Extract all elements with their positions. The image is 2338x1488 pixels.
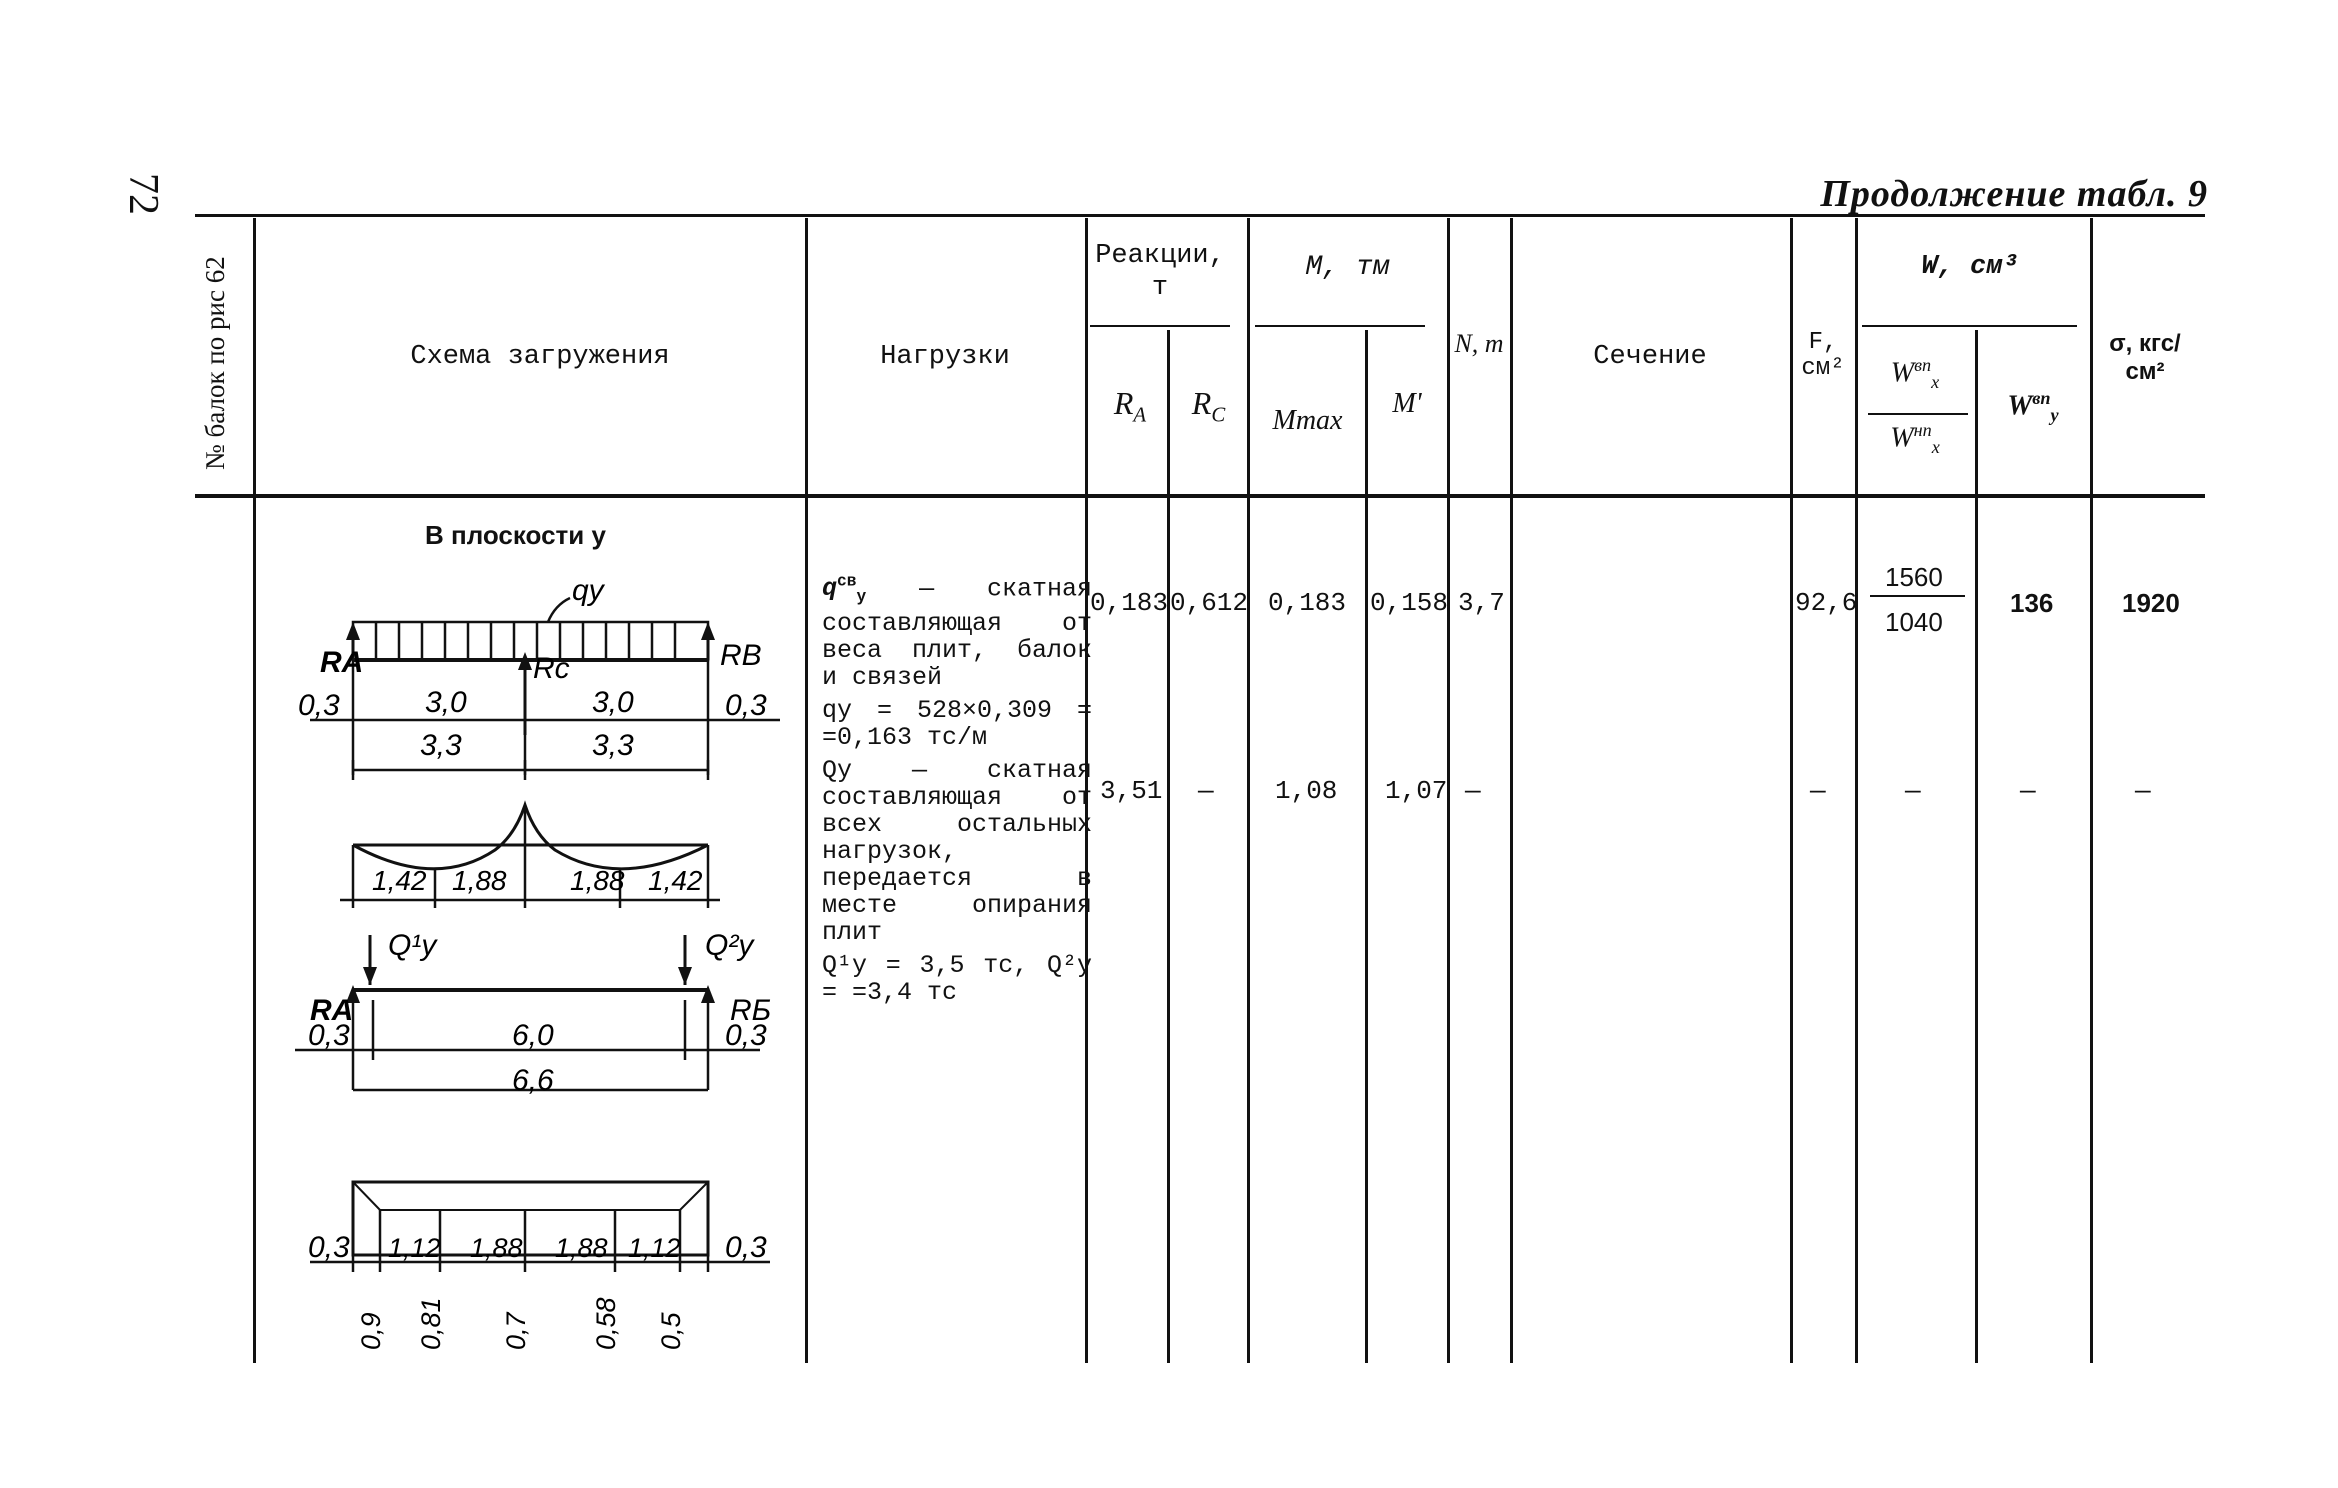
- plane-label: В плоскости y: [425, 520, 606, 550]
- ra-label: RA: [320, 646, 363, 679]
- col-line-4: [1247, 218, 1250, 1363]
- row2-wx: —: [1905, 776, 1921, 806]
- header-wx-bot: Wнпx: [1890, 420, 1940, 457]
- d3-2: 0,3: [725, 1019, 767, 1052]
- table-top-rule: [195, 214, 2205, 217]
- d1-3: 0,3: [725, 689, 767, 722]
- row2-mprime: 1,07: [1385, 776, 1448, 806]
- m-0: 1,42: [372, 865, 427, 896]
- row2-n: —: [1465, 776, 1481, 806]
- row2-rc: —: [1198, 776, 1214, 806]
- d3-1: 6,0: [512, 1019, 554, 1052]
- col-line-7: [1510, 218, 1513, 1363]
- header-beam-no: № балок по рис 62: [200, 256, 230, 470]
- d4-label: 6,6: [512, 1064, 554, 1097]
- row1-rc: 0,612: [1170, 588, 1249, 618]
- row1-wx-bot: 1040: [1885, 607, 1943, 637]
- d6-0: 0,9: [356, 1312, 386, 1350]
- row1-ra: 0,183: [1090, 588, 1169, 618]
- col-line-0: [253, 218, 256, 1363]
- m-1: 1,88: [452, 865, 507, 896]
- d5-1: 1,12: [388, 1233, 441, 1263]
- col-line-2: [1085, 218, 1088, 1363]
- w-divider: [1862, 325, 2077, 327]
- col-line-11: [2090, 218, 2093, 1363]
- d5-5: 0,3: [725, 1231, 767, 1264]
- header-f: F, см²: [1801, 329, 1845, 382]
- wx-divider: [1868, 413, 1968, 415]
- col-line-8: [1790, 218, 1793, 1363]
- loads-description: qсвy — скатная составляющая от веса плит…: [822, 568, 1092, 1012]
- rb-label: RB: [720, 639, 762, 672]
- moment-divider: [1255, 325, 1425, 327]
- header-section: Сечение: [1593, 342, 1707, 372]
- d6-4: 0,5: [656, 1311, 686, 1350]
- row1-f: 92,6: [1795, 588, 1858, 618]
- load-para-2: qy = 528×0,309 = =0,163 тс/м: [822, 696, 1092, 753]
- d5-3: 1,88: [555, 1233, 608, 1263]
- table-header-rule: [195, 494, 2205, 498]
- header-wx-top: Wвпx: [1890, 355, 1940, 392]
- row1-mprime: 0,158: [1370, 588, 1449, 618]
- d2-0: 3,3: [420, 729, 462, 762]
- row1-mmax: 0,183: [1268, 588, 1347, 618]
- reactions-divider: [1090, 325, 1230, 327]
- header-wy: Wвпy: [2007, 388, 2059, 425]
- d1-1: 3,0: [425, 686, 467, 719]
- header-ra: RA: [1113, 385, 1147, 427]
- header-m: М, тм: [1305, 252, 1390, 283]
- col-line-10: [1975, 330, 1978, 1363]
- d6-2: 0,7: [501, 1311, 531, 1350]
- load-para-4: Q¹y = 3,5 тс, Q²y = =3,4 тс: [822, 951, 1092, 1008]
- m-3: 1,42: [648, 865, 703, 896]
- ra2-label: RA: [310, 994, 353, 1027]
- col-line-3: [1167, 330, 1170, 1363]
- row2-wy: —: [2020, 776, 2036, 806]
- q1-label: Q¹y: [388, 929, 438, 962]
- loading-diagram: qy RA Rc RB 0,3 3,0 3,0 0,3 3,3 3,3 1,42…: [295, 574, 780, 1350]
- col-line-9: [1855, 218, 1858, 1363]
- row1-wx-fraction-line: [1870, 595, 1965, 597]
- header-loads: Нагрузки: [880, 342, 1010, 372]
- load-para-1: qсвy — скатная составляющая от веса плит…: [822, 572, 1092, 693]
- row1-wy: 136: [2010, 588, 2054, 618]
- d5-4: 1,12: [628, 1233, 681, 1263]
- col-line-6: [1447, 218, 1450, 1363]
- load-para-3: Qy — скатная составляющая от всех осталь…: [822, 756, 1092, 948]
- header-sigma: σ, кгс/см²: [2109, 330, 2181, 385]
- d1-0: 0,3: [298, 689, 340, 722]
- header-scheme: Схема загружения: [410, 342, 670, 372]
- d1-2: 3,0: [592, 686, 634, 719]
- m-2: 1,88: [570, 865, 625, 896]
- load-hatch: [374, 622, 677, 660]
- row1-wx-top: 1560: [1885, 562, 1943, 592]
- table-continuation-title: Продолжение табл. 9: [1820, 173, 2208, 215]
- d6-1: 0,81: [416, 1297, 446, 1350]
- d6-3: 0,58: [591, 1297, 621, 1350]
- row1-sigma: 1920: [2122, 588, 2180, 618]
- row2-sigma: —: [2135, 776, 2151, 806]
- col-line-5: [1365, 330, 1368, 1363]
- header-w: W, см³: [1921, 252, 2019, 282]
- d2-1: 3,3: [592, 729, 634, 762]
- page-number: 72: [120, 173, 166, 215]
- row2-mmax: 1,08: [1275, 776, 1338, 806]
- row1-n: 3,7: [1458, 588, 1505, 618]
- row2-ra: 3,51: [1100, 776, 1163, 806]
- row2-f: —: [1810, 776, 1826, 806]
- rb2-label: RБ: [730, 994, 771, 1027]
- header-rc: RC: [1191, 385, 1226, 427]
- q-label: qy: [572, 574, 606, 607]
- header-mprime: M': [1392, 388, 1422, 419]
- header-reactions: Реакции, т: [1095, 241, 1225, 303]
- col-line-1: [805, 218, 808, 1363]
- header-n: N, т: [1454, 329, 1504, 358]
- header-mmax: Mmax: [1272, 405, 1343, 436]
- d5-0: 0,3: [308, 1231, 350, 1264]
- q2-label: Q²y: [705, 929, 755, 962]
- d3-0: 0,3: [308, 1019, 350, 1052]
- rc-label: Rc: [533, 652, 570, 685]
- d5-2: 1,88: [470, 1233, 523, 1263]
